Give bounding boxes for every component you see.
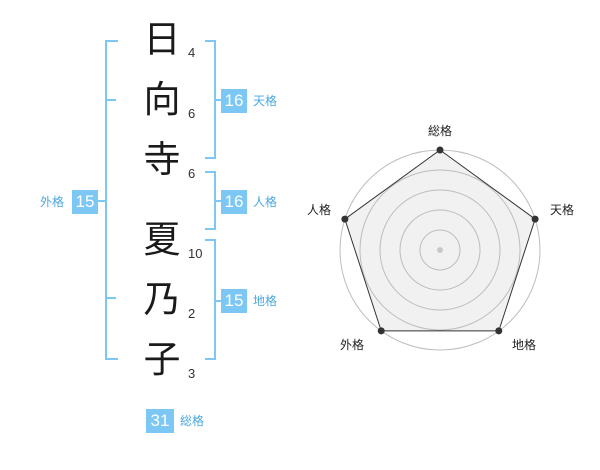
stroke-count-2: 6 <box>188 106 196 121</box>
stroke-count-1: 4 <box>188 45 196 60</box>
chikaku-value: 15 <box>221 289 247 313</box>
soukaku-label: 総格 <box>180 414 205 428</box>
radar-ring-3 <box>379 189 501 311</box>
radar-outline <box>344 149 536 332</box>
soukaku-value: 31 <box>146 409 174 433</box>
jinkaku-label: 人格 <box>253 195 278 209</box>
radar-ring-1 <box>419 229 461 271</box>
name-char-2: 向 <box>143 78 181 121</box>
stroke-count-6: 3 <box>188 366 196 381</box>
tenkaku-label: 天格 <box>253 94 278 108</box>
radar-point-1 <box>436 146 444 154</box>
name-char-5: 乃 <box>143 278 181 321</box>
radar-label-tenkaku: 天格 <box>549 203 574 217</box>
radar-label-soukaku: 総格 <box>427 124 452 138</box>
stroke-count-3: 6 <box>188 166 196 181</box>
radar-area <box>344 150 536 331</box>
radar-label-gaikaku: 外格 <box>339 338 364 352</box>
radar-label-chikaku: 地格 <box>511 338 536 352</box>
jinkaku-value: 16 <box>221 190 247 214</box>
chikaku-bracket <box>205 239 216 360</box>
radar-ring-2 <box>399 209 481 291</box>
radar-point-4 <box>377 327 385 335</box>
name-char-1: 日 <box>143 18 181 61</box>
name-char-6: 子 <box>143 338 181 381</box>
radar-label-jinkaku: 人格 <box>306 203 331 217</box>
gaikaku-value: 15 <box>72 190 98 214</box>
radar-center <box>437 247 443 253</box>
stroke-count-5: 2 <box>188 306 196 321</box>
stroke-count-4: 10 <box>188 246 203 261</box>
radar-point-3 <box>495 327 503 335</box>
tenkaku-value: 16 <box>221 89 247 113</box>
name-char-3: 寺 <box>143 138 181 181</box>
name-char-4: 夏 <box>143 218 181 261</box>
chikaku-label: 地格 <box>253 294 278 308</box>
radar-point-5 <box>341 215 349 223</box>
radar-point-2 <box>531 215 539 223</box>
gaikaku-label: 外格 <box>40 195 65 209</box>
radar-ring-4 <box>359 169 521 331</box>
